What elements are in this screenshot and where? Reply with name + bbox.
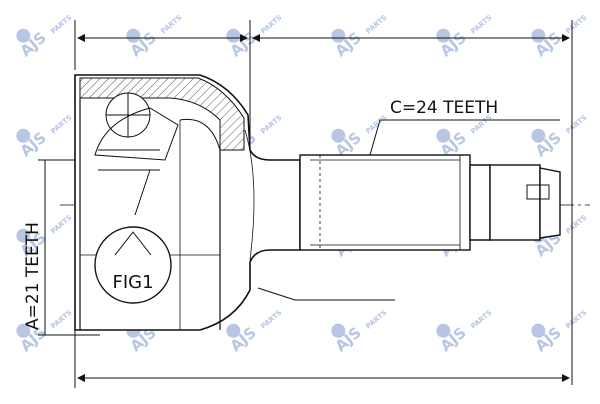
watermark-logo-icon: [436, 323, 451, 338]
fig1-callout: FIG1: [94, 226, 172, 304]
watermark-subtext: PARTS: [49, 14, 73, 36]
watermark-logo-icon: [16, 323, 31, 338]
watermark-logo-icon: [16, 228, 31, 243]
watermark-subtext: PARTS: [564, 114, 588, 136]
watermark-subtext: PARTS: [564, 214, 588, 236]
watermark-logo-icon: [531, 128, 546, 143]
watermark-subtext: PARTS: [564, 309, 588, 331]
c-teeth-label: C=24 TEETH: [390, 98, 498, 118]
spline-shaft: [299, 154, 561, 251]
watermark-logo-icon: [436, 128, 451, 143]
watermark-logo-icon: [226, 323, 241, 338]
watermark-subtext: PARTS: [564, 14, 588, 36]
boot-leader: [257, 287, 395, 301]
watermark-subtext: PARTS: [259, 14, 283, 36]
bottom-dimension: [74, 330, 570, 388]
watermark-subtext: PARTS: [364, 14, 388, 36]
watermark-logo-icon: [16, 128, 31, 143]
watermark-subtext: PARTS: [469, 309, 493, 331]
fig1-label: FIG1: [112, 272, 153, 293]
watermark-subtext: PARTS: [259, 309, 283, 331]
watermark-subtext: PARTS: [259, 114, 283, 136]
watermark-subtext: PARTS: [364, 309, 388, 331]
watermark-logo-icon: [531, 323, 546, 338]
watermark-logo-icon: [331, 323, 346, 338]
watermark-logo-icon: [16, 28, 31, 43]
a-teeth-label: A=21 TEETH: [23, 222, 43, 330]
watermark-subtext: PARTS: [49, 214, 73, 236]
c-leader: [369, 119, 560, 156]
watermark-subtext: PARTS: [159, 14, 183, 36]
watermark-subtext: PARTS: [469, 14, 493, 36]
watermark-subtext: PARTS: [49, 114, 73, 136]
watermark-subtext: PARTS: [49, 309, 73, 331]
top-dimension: [74, 20, 573, 385]
watermark-logo-icon: [331, 128, 346, 143]
ball-detail: [94, 92, 179, 216]
